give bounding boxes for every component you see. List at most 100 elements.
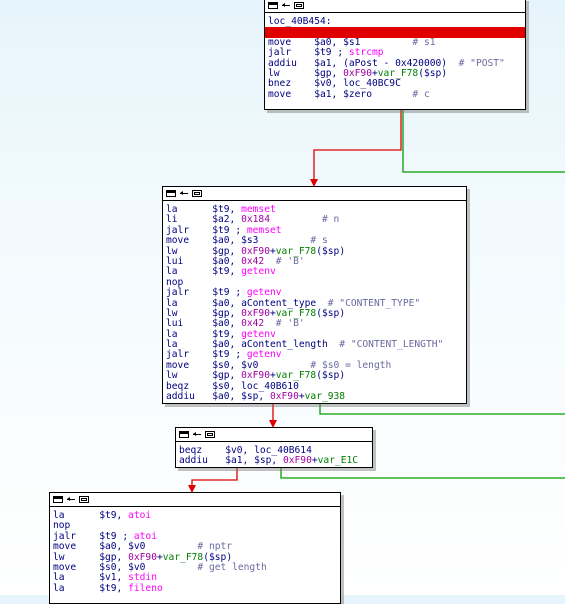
operand: 0xF90	[241, 307, 270, 319]
instruction-line[interactable]: la $t9, getenv	[166, 328, 466, 340]
instruction-line[interactable]: jalr $t9 ; atoi	[53, 530, 340, 542]
operand: atoi	[128, 510, 152, 521]
instruction-line[interactable]: addiu $a1, $sp, 0xF90+var_E1C	[179, 456, 372, 466]
instruction-line[interactable]: la $t9, atoi	[53, 510, 340, 521]
operand: $t9,	[99, 582, 129, 594]
graph-icon[interactable]	[166, 190, 176, 197]
edge-true-block3-offscreen[interactable]	[280, 468, 565, 479]
mnemonic: lui	[166, 255, 213, 267]
instruction-line[interactable]: lw $gp, 0xF90+var_F78($sp)	[166, 371, 466, 381]
edge-false-block3-block4[interactable]	[188, 468, 238, 493]
block-header	[265, 0, 525, 13]
operand: 0xF90	[343, 67, 372, 79]
instruction-line[interactable]: lw $gp, 0xF90+var_F78($sp)	[53, 551, 340, 563]
instruction-line[interactable]: bnez $v0, loc_40BC9C	[268, 79, 525, 89]
mnemonic: li	[166, 214, 213, 226]
operand: var_938	[304, 391, 346, 403]
operand: var_F78	[377, 67, 419, 79]
mnemonic: la	[166, 204, 213, 215]
instruction-line[interactable]: lw $gp, 0xF90+var_F78($sp)	[166, 245, 466, 257]
mnemonic: lw	[53, 551, 100, 563]
mnemonic: jalr	[166, 287, 213, 299]
operand: 0xF90	[241, 245, 270, 257]
window-icon[interactable]	[294, 2, 304, 9]
operand: +	[157, 551, 163, 563]
comment: # "CONTENT_LENGTH"	[327, 339, 444, 351]
mnemonic: bnez	[268, 78, 315, 90]
selected-instruction-line[interactable]	[265, 27, 525, 38]
instruction-line[interactable]: beqz $v0, loc_40B614	[179, 445, 372, 456]
instruction-line[interactable]: la $a0, aContent_type # "CONTENT_TYPE"	[166, 297, 466, 309]
operand: 0xF90	[282, 455, 312, 467]
instruction-line[interactable]: lui $a0, 0x42 # 'B'	[166, 319, 466, 329]
block-header	[176, 428, 372, 442]
mnemonic: move	[268, 88, 315, 100]
instruction-line[interactable]: jalr $t9 ; strcmp	[268, 47, 525, 58]
window-icon[interactable]	[205, 431, 215, 438]
instruction-line[interactable]: nop	[166, 276, 466, 288]
comment: # 'B'	[264, 318, 305, 330]
instruction-line[interactable]: jalr $t9 ; getenv	[166, 350, 466, 360]
mnemonic: nop	[166, 276, 184, 288]
operand: $a0, $s3	[212, 235, 259, 247]
collapse-icon[interactable]	[179, 190, 189, 197]
instruction-line[interactable]: move $s0, $v0 # get length	[53, 561, 340, 573]
instruction-line[interactable]: la $t9, memset	[166, 204, 466, 215]
instruction-line[interactable]: beqz $s0, loc_40B610	[166, 381, 466, 392]
operand: atoi	[133, 530, 157, 542]
instruction-line[interactable]: la $a0, aContent_length # "CONTENT_LENGT…	[166, 339, 466, 351]
instruction-line[interactable]: lw $gp, 0xF90+var_F78($sp)	[268, 67, 525, 79]
edge-false-block1-block2[interactable]	[310, 110, 402, 187]
operand: ($sp)	[316, 245, 346, 257]
comment: # get length	[145, 561, 267, 573]
address-label[interactable]: loc_40B454:	[268, 16, 332, 27]
instruction-line[interactable]: la $t9, fileno	[53, 582, 340, 594]
edge-true-block2-offscreen[interactable]	[319, 404, 565, 415]
instruction-line[interactable]: move $a0, $s1 # s1	[268, 37, 525, 48]
graph-icon[interactable]	[268, 2, 278, 9]
operand: $t9 ;	[212, 287, 247, 299]
operand: $s0, $v0	[99, 561, 146, 573]
comment: # "POST"	[447, 57, 505, 69]
instruction-line[interactable]: lw $gp, 0xF90+var_F78($sp)	[166, 307, 466, 319]
instruction-line[interactable]: move $a1, $zero # c	[268, 88, 525, 100]
instruction-line[interactable]: li $a2, 0x184 # n	[166, 215, 466, 225]
instruction-line[interactable]: jalr $t9 ; memset	[166, 225, 466, 236]
operand: $a0,	[212, 255, 242, 267]
mnemonic: lw	[166, 307, 213, 319]
operand: var_F78	[275, 307, 317, 319]
collapse-icon[interactable]	[192, 431, 202, 438]
operand: +	[270, 245, 276, 257]
instruction-line[interactable]: addiu $a1, (aPost - 0x420000) # "POST"	[268, 57, 525, 69]
collapse-icon[interactable]	[66, 496, 76, 503]
instruction-line[interactable]: nop	[53, 521, 340, 531]
mnemonic: nop	[53, 520, 71, 532]
operand: +	[298, 391, 305, 403]
window-icon[interactable]	[192, 190, 202, 197]
mnemonic: la	[166, 297, 213, 309]
collapse-icon[interactable]	[281, 2, 291, 9]
mnemonic: lw	[166, 370, 213, 382]
instruction-line[interactable]: lui $a0, 0x42 # 'B'	[166, 255, 466, 267]
instruction-line[interactable]: la $v1, stdin	[53, 573, 340, 583]
instruction-line[interactable]: addiu $a0, $sp, 0xF90+var_938	[166, 391, 466, 403]
instruction-line[interactable]: la $t9, getenv	[166, 267, 466, 277]
block-header	[163, 187, 466, 201]
instruction-line[interactable]: move $a0, $v0 # nptr	[53, 541, 340, 552]
graph-icon[interactable]	[53, 496, 63, 503]
instruction-line[interactable]: jalr $t9 ; getenv	[166, 287, 466, 299]
operand: getenv	[241, 328, 276, 340]
edge-true-block1-offscreen[interactable]	[402, 110, 565, 173]
instruction-line[interactable]: move $s0, $v0 # $s0 = length	[166, 360, 466, 371]
operand: $gp,	[99, 551, 129, 563]
mnemonic: lw	[268, 67, 315, 79]
instruction-line[interactable]: move $a0, $s3 # s	[166, 235, 466, 247]
graph-icon[interactable]	[179, 431, 189, 438]
mnemonic: addiu	[179, 455, 226, 467]
window-icon[interactable]	[79, 496, 89, 503]
